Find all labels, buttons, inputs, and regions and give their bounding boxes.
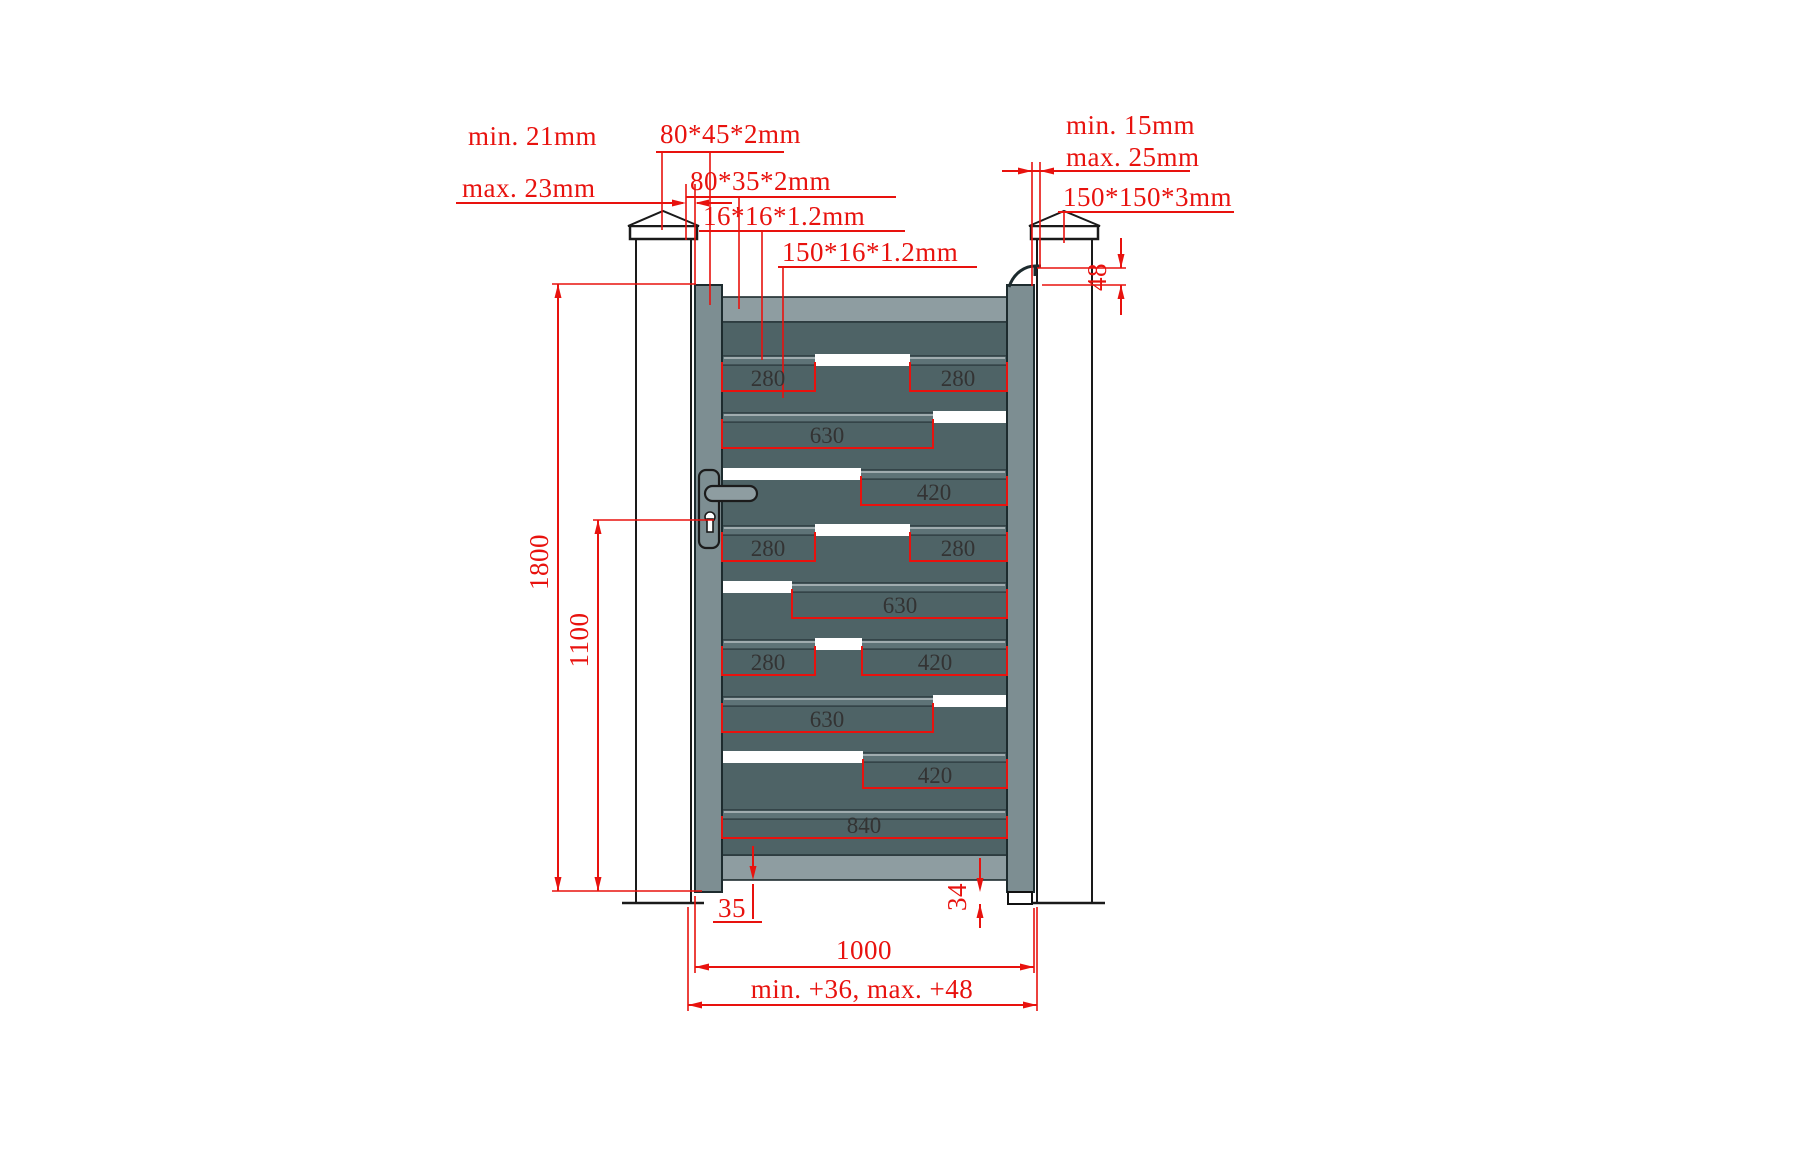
slat-board (721, 705, 1008, 754)
stile-profile-label: 80*45*2mm (660, 119, 801, 149)
spacer-profile-label: 16*16*1.2mm (703, 201, 865, 231)
segment-dim-label: 280 (751, 650, 786, 675)
handle-lever (703, 484, 759, 503)
lock-plate (697, 468, 721, 550)
segment-dim-label: 420 (918, 763, 953, 788)
profile-callouts: 80*45*2mm 80*35*2mm 16*16*1.2mm 150*16*1… (656, 119, 977, 398)
gate-leaf (694, 264, 1041, 905)
left-post-cap-band (628, 224, 699, 241)
slat-board (721, 761, 1008, 811)
spacer-gap (815, 638, 862, 650)
segment-dim-label: 280 (941, 366, 976, 391)
gate-width-label: 1000 (836, 935, 892, 965)
gate-height-label: 1800 (524, 534, 554, 590)
dim-gate-width: 1000 (694, 896, 1035, 973)
dim-opening-span: min. +36, max. +48 (687, 907, 1038, 1011)
dim-latch-offset: 48 (1037, 238, 1126, 315)
slat-board (721, 478, 1008, 527)
lock-height-label: 1100 (564, 613, 594, 668)
slat-profile-label: 150*16*1.2mm (782, 237, 958, 267)
top-rail (721, 296, 1008, 323)
opening-span-label: min. +36, max. +48 (751, 974, 973, 1004)
slat-board (721, 591, 1008, 641)
gap-right-min-label: min. 15mm (1066, 110, 1195, 140)
dim-bottom-right: 34 (942, 858, 984, 928)
spacer-gap (722, 581, 792, 593)
gap-right-max-label: max. 25mm (1066, 142, 1200, 172)
dim-bottom-left: 35 (713, 846, 762, 923)
spacer-gap (933, 695, 1007, 707)
gap-left-min-label: min. 21mm (468, 121, 597, 151)
segment-dim-label: 630 (810, 707, 845, 732)
segment-dim-label: 280 (751, 366, 786, 391)
spacer-strips (721, 354, 1008, 820)
dim-gate-height: 1800 (524, 283, 702, 892)
left-post-cap-roof (627, 209, 700, 227)
spacer-gap (722, 468, 861, 480)
left-post (622, 209, 704, 905)
foot-block (1007, 891, 1033, 905)
segment-dim-label: 630 (810, 423, 845, 448)
dim-gap-left: min. 21mm max. 23mm (456, 121, 732, 284)
spacer-gap (815, 354, 910, 366)
right-post-body (1036, 237, 1093, 904)
dim-gap-right: min. 15mm max. 25mm 150*150*3mm (1002, 110, 1234, 286)
segment-dim-label: 420 (918, 650, 953, 675)
spacer-gap (815, 524, 910, 536)
bottom-left-label: 35 (718, 893, 746, 923)
slat-board (721, 364, 1008, 414)
bottom-right-label: 34 (942, 883, 972, 911)
slat-board (721, 321, 1008, 357)
segment-dim-label: 840 (847, 813, 882, 838)
rail-profile-label: 80*35*2mm (690, 166, 831, 196)
keyhole-icon (704, 511, 716, 533)
spacer-gap (933, 411, 1007, 423)
slat-board (721, 421, 1008, 471)
slat-board (721, 534, 1008, 584)
segment-dim-label: 280 (941, 536, 976, 561)
bottom-rail (721, 854, 1008, 881)
slat-boards (721, 321, 1008, 856)
spacer-gap (722, 751, 863, 763)
dim-lock-height: 1100 (564, 519, 714, 891)
right-stile (1006, 284, 1035, 893)
right-post (1023, 209, 1105, 905)
spacer-gaps (722, 354, 1007, 763)
latch-hook (1007, 264, 1041, 288)
left-stile (694, 284, 723, 893)
segment-dim-label: 280 (751, 536, 786, 561)
post-profile-label: 150*150*3mm (1063, 182, 1232, 212)
left-post-body (635, 237, 692, 904)
segment-dim-label: 630 (883, 593, 918, 618)
segment-dims: 280 280 630 420 280 280 630 280 420 630 … (721, 362, 1008, 839)
gap-left-max-label: max. 23mm (462, 173, 596, 203)
segment-dim-label: 420 (917, 480, 952, 505)
latch-offset-label: 48 (1082, 263, 1112, 291)
